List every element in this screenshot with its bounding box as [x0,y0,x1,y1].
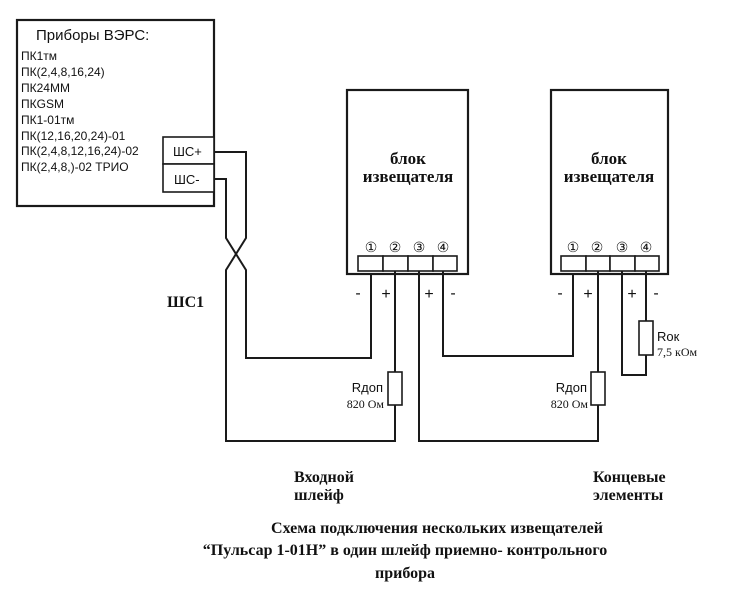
wire-pin3-block1-to-rdop2 [418,271,599,442]
wire-loop-outer [214,151,396,442]
resistor-body [590,371,606,406]
terminal-shs-plus-label: ШС+ [173,144,202,159]
detector-block-2: блок извещателя ① ② ③ ④ - + + - [549,88,670,303]
resistor-r-dop-2: Rдоп 820 Ом [551,271,606,411]
end-elements-label: элементы [593,487,664,504]
detector-block-frame [549,88,670,276]
resistor-name: Rдоп [352,380,383,395]
resistor-value: 7,5 кОм [657,345,697,359]
loop-wires [214,151,396,442]
detector-block-subtitle: извещателя [363,167,453,186]
control-panel-title: Приборы ВЭРС: [36,27,149,44]
resistor-r-ok: Rок 7,5 кОм [621,271,697,376]
pin-number: ④ [640,241,653,256]
caption-line: прибора [375,565,435,582]
end-elements-label: Концевые [593,469,666,486]
terminal-shs-minus-label: ШС- [174,172,200,187]
model-item: ПК(2,4,8,12,16,24)-02 [21,144,139,158]
terminal-cell [634,255,660,272]
resistor-body [638,320,654,356]
resistor-value: 820 Ом [551,397,589,411]
input-loop-label: шлейф [294,487,344,504]
pin-number: ② [591,241,604,256]
terminal-cell [585,255,611,272]
pin-number: ③ [616,241,629,256]
polarity-label: - [355,285,360,302]
pin-number: ① [567,241,580,256]
polarity-label: + [381,286,390,303]
wire-pin4-block1-to-pin1-block2 [442,271,574,357]
resistor-value: 820 Ом [347,397,385,411]
resistor-r-dop-1: Rдоп 820 Ом [347,271,403,411]
detector-block-title: блок [390,149,426,168]
pin-number: ① [365,241,378,256]
model-item: ПК(2,4,8,16,24) [21,65,105,79]
detector-block-subtitle: извещателя [564,167,654,186]
polarity-label: - [450,285,455,302]
polarity-label: - [557,285,562,302]
detector-block-title: блок [591,149,627,168]
pin-number: ② [389,241,402,256]
resistor-name: Rдоп [556,380,587,395]
wire-loop-inner [214,178,372,359]
model-item: ПКGSM [21,97,64,111]
caption-line: “Пульсар 1-01Н” в один шлейф приемно- ко… [203,542,607,559]
terminal-shs-minus [162,163,215,193]
terminal-cell [432,255,458,272]
terminal-cell [382,255,409,272]
control-panel: Приборы ВЭРС: ПК1тм ПК(2,4,8,16,24) ПК24… [15,18,216,208]
polarity-label: - [653,285,658,302]
terminal-cell [609,255,636,272]
model-item: ПК24ММ [21,81,70,95]
model-item: ПК(2,4,8,)-02 ТРИО [21,160,129,174]
model-item: ПК1тм [21,49,57,63]
detector-block-1: блок извещателя ① ② ③ ④ - + + - [345,88,470,303]
wire-pin3-block2-loop [621,271,647,376]
polarity-label: + [627,286,636,303]
model-item: ПК1-01тм [21,113,74,127]
pin-number: ④ [437,241,450,256]
model-item: ПК(12,16,20,24)-01 [21,129,126,143]
resistor-body [387,371,403,406]
input-loop-label: Входной [294,469,354,486]
terminal-cell [560,255,587,272]
polarity-label: + [424,286,433,303]
resistor-name: Rок [657,329,680,344]
loop-label: ШС1 [167,294,204,311]
detector-block-frame [345,88,470,276]
polarity-label: + [583,286,592,303]
terminal-cell [357,255,384,272]
terminal-cell [407,255,434,272]
pin-number: ③ [413,241,426,256]
caption-line: Схема подключения нескольких извещателей [271,520,603,537]
